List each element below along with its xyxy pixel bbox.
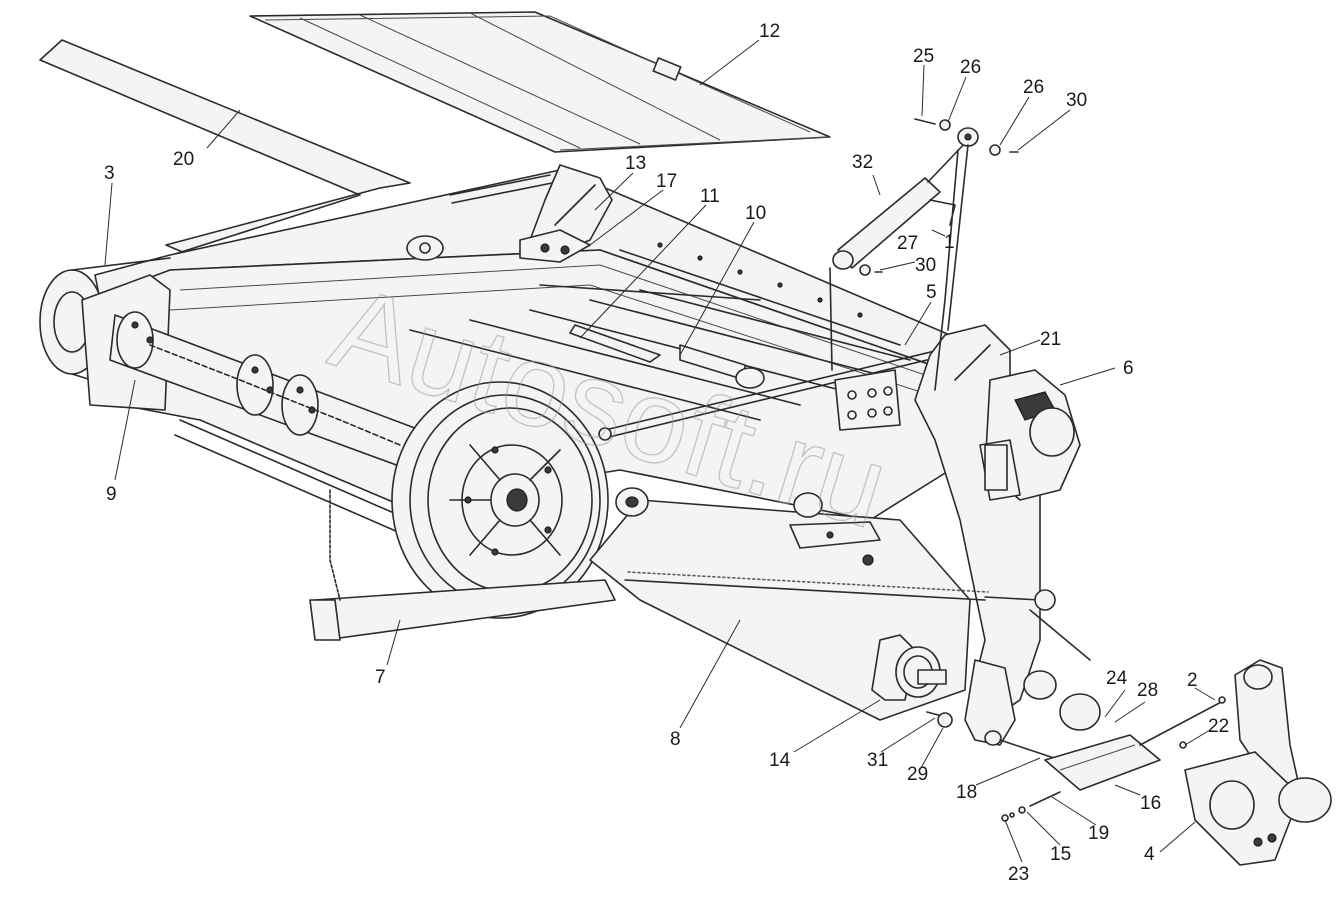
part-top-bracket: [406, 164, 613, 263]
callout-4: 4: [1144, 844, 1155, 865]
callout-1: 1: [944, 232, 955, 253]
callout-26-upper-left: 26: [960, 57, 981, 78]
part-lower-lever: [964, 609, 1101, 761]
callout-13: 13: [625, 153, 646, 174]
leader-lines: [104, 39, 1216, 863]
callout-24: 24: [1106, 668, 1128, 689]
part-pin: [1139, 696, 1226, 749]
callout-8: 8: [670, 729, 681, 750]
callout-17: 17: [656, 171, 677, 192]
callout-19: 19: [1088, 823, 1109, 844]
part-tension-spring: [624, 571, 1056, 611]
callout-20: 20: [173, 149, 194, 170]
callout-31: 31: [867, 750, 888, 771]
part-lower-motor: [1184, 659, 1332, 866]
callout-18: 18: [956, 782, 977, 803]
part-bracket-plate: [1044, 734, 1161, 791]
callout-32: 32: [852, 152, 873, 173]
part-deflector-plates: [569, 324, 765, 389]
part-bolts-31-29: [926, 711, 953, 728]
callout-12: 12: [759, 21, 780, 42]
callout-27: 27: [897, 233, 918, 254]
part-adjuster-bolt: [789, 444, 1008, 566]
callout-14: 14: [769, 750, 791, 771]
callout-28: 28: [1137, 680, 1158, 701]
part-small-spring: [1001, 791, 1061, 822]
callout-15: 15: [1050, 844, 1071, 865]
part-lower-plate: [589, 487, 971, 721]
callout-21: 21: [1040, 329, 1061, 350]
callout-11: 11: [700, 186, 720, 207]
callout-9: 9: [106, 484, 117, 505]
callout-26-upper-right: 26: [1023, 77, 1044, 98]
part-upper-cover: [249, 11, 831, 153]
callout-7: 7: [375, 667, 386, 688]
callout-22: 22: [1208, 716, 1229, 737]
part-tie-rod: [598, 344, 961, 441]
part-drive-pulley: [391, 381, 609, 619]
part-gear-sprocket: [871, 634, 947, 701]
part-hydraulic-cylinder: [829, 118, 1019, 391]
callout-labels: 1 2 3 4 5 6 7 8 9 10 11 12 13 14 15 16 1…: [104, 21, 1229, 885]
callout-6: 6: [1123, 358, 1134, 379]
part-support-bar: [309, 489, 616, 641]
callout-23: 23: [1008, 864, 1029, 885]
callout-25: 25: [913, 46, 934, 67]
callout-10: 10: [745, 203, 766, 224]
callout-30-upper: 30: [1066, 90, 1087, 111]
callout-29: 29: [907, 764, 928, 785]
callout-3: 3: [104, 163, 115, 184]
callout-30-lower: 30: [915, 255, 936, 276]
callout-2: 2: [1187, 670, 1198, 691]
callout-5: 5: [926, 282, 937, 303]
callout-16: 16: [1140, 793, 1161, 814]
